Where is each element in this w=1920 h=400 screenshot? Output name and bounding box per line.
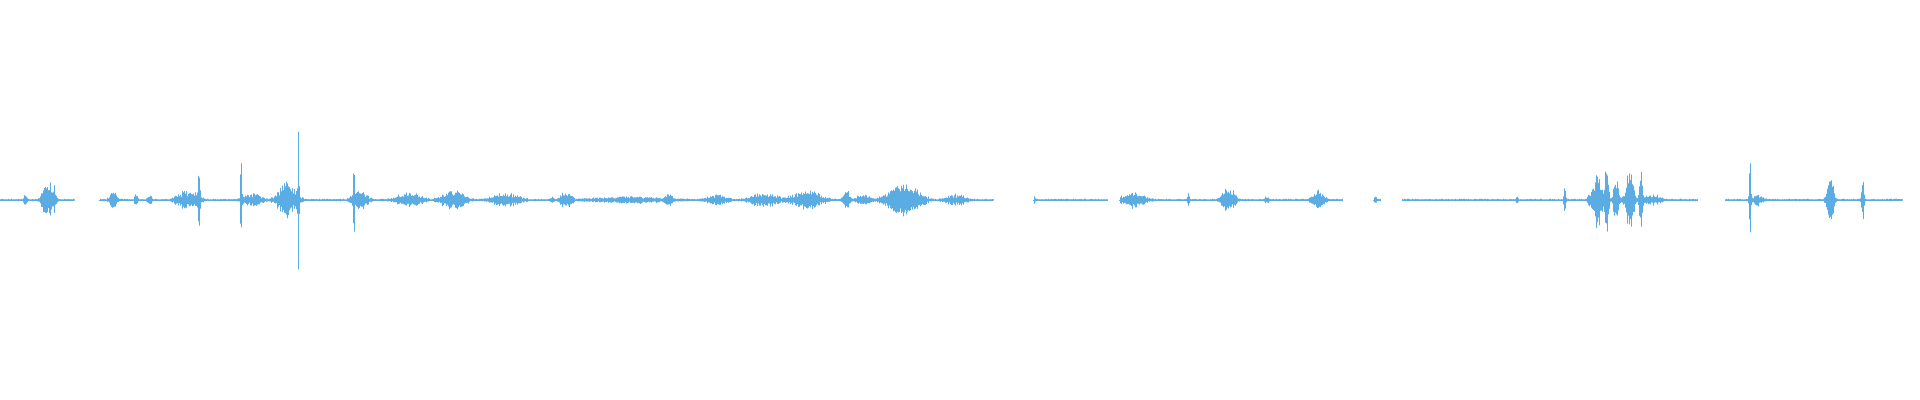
waveform-segment-6 bbox=[1402, 171, 1698, 232]
waveform-segment-4 bbox=[1120, 188, 1343, 211]
waveform-segment-1 bbox=[0, 182, 75, 216]
waveform-segment-7 bbox=[1725, 163, 1903, 233]
waveform-segment-3 bbox=[1034, 196, 1108, 204]
waveform-segment-5 bbox=[1374, 196, 1381, 203]
